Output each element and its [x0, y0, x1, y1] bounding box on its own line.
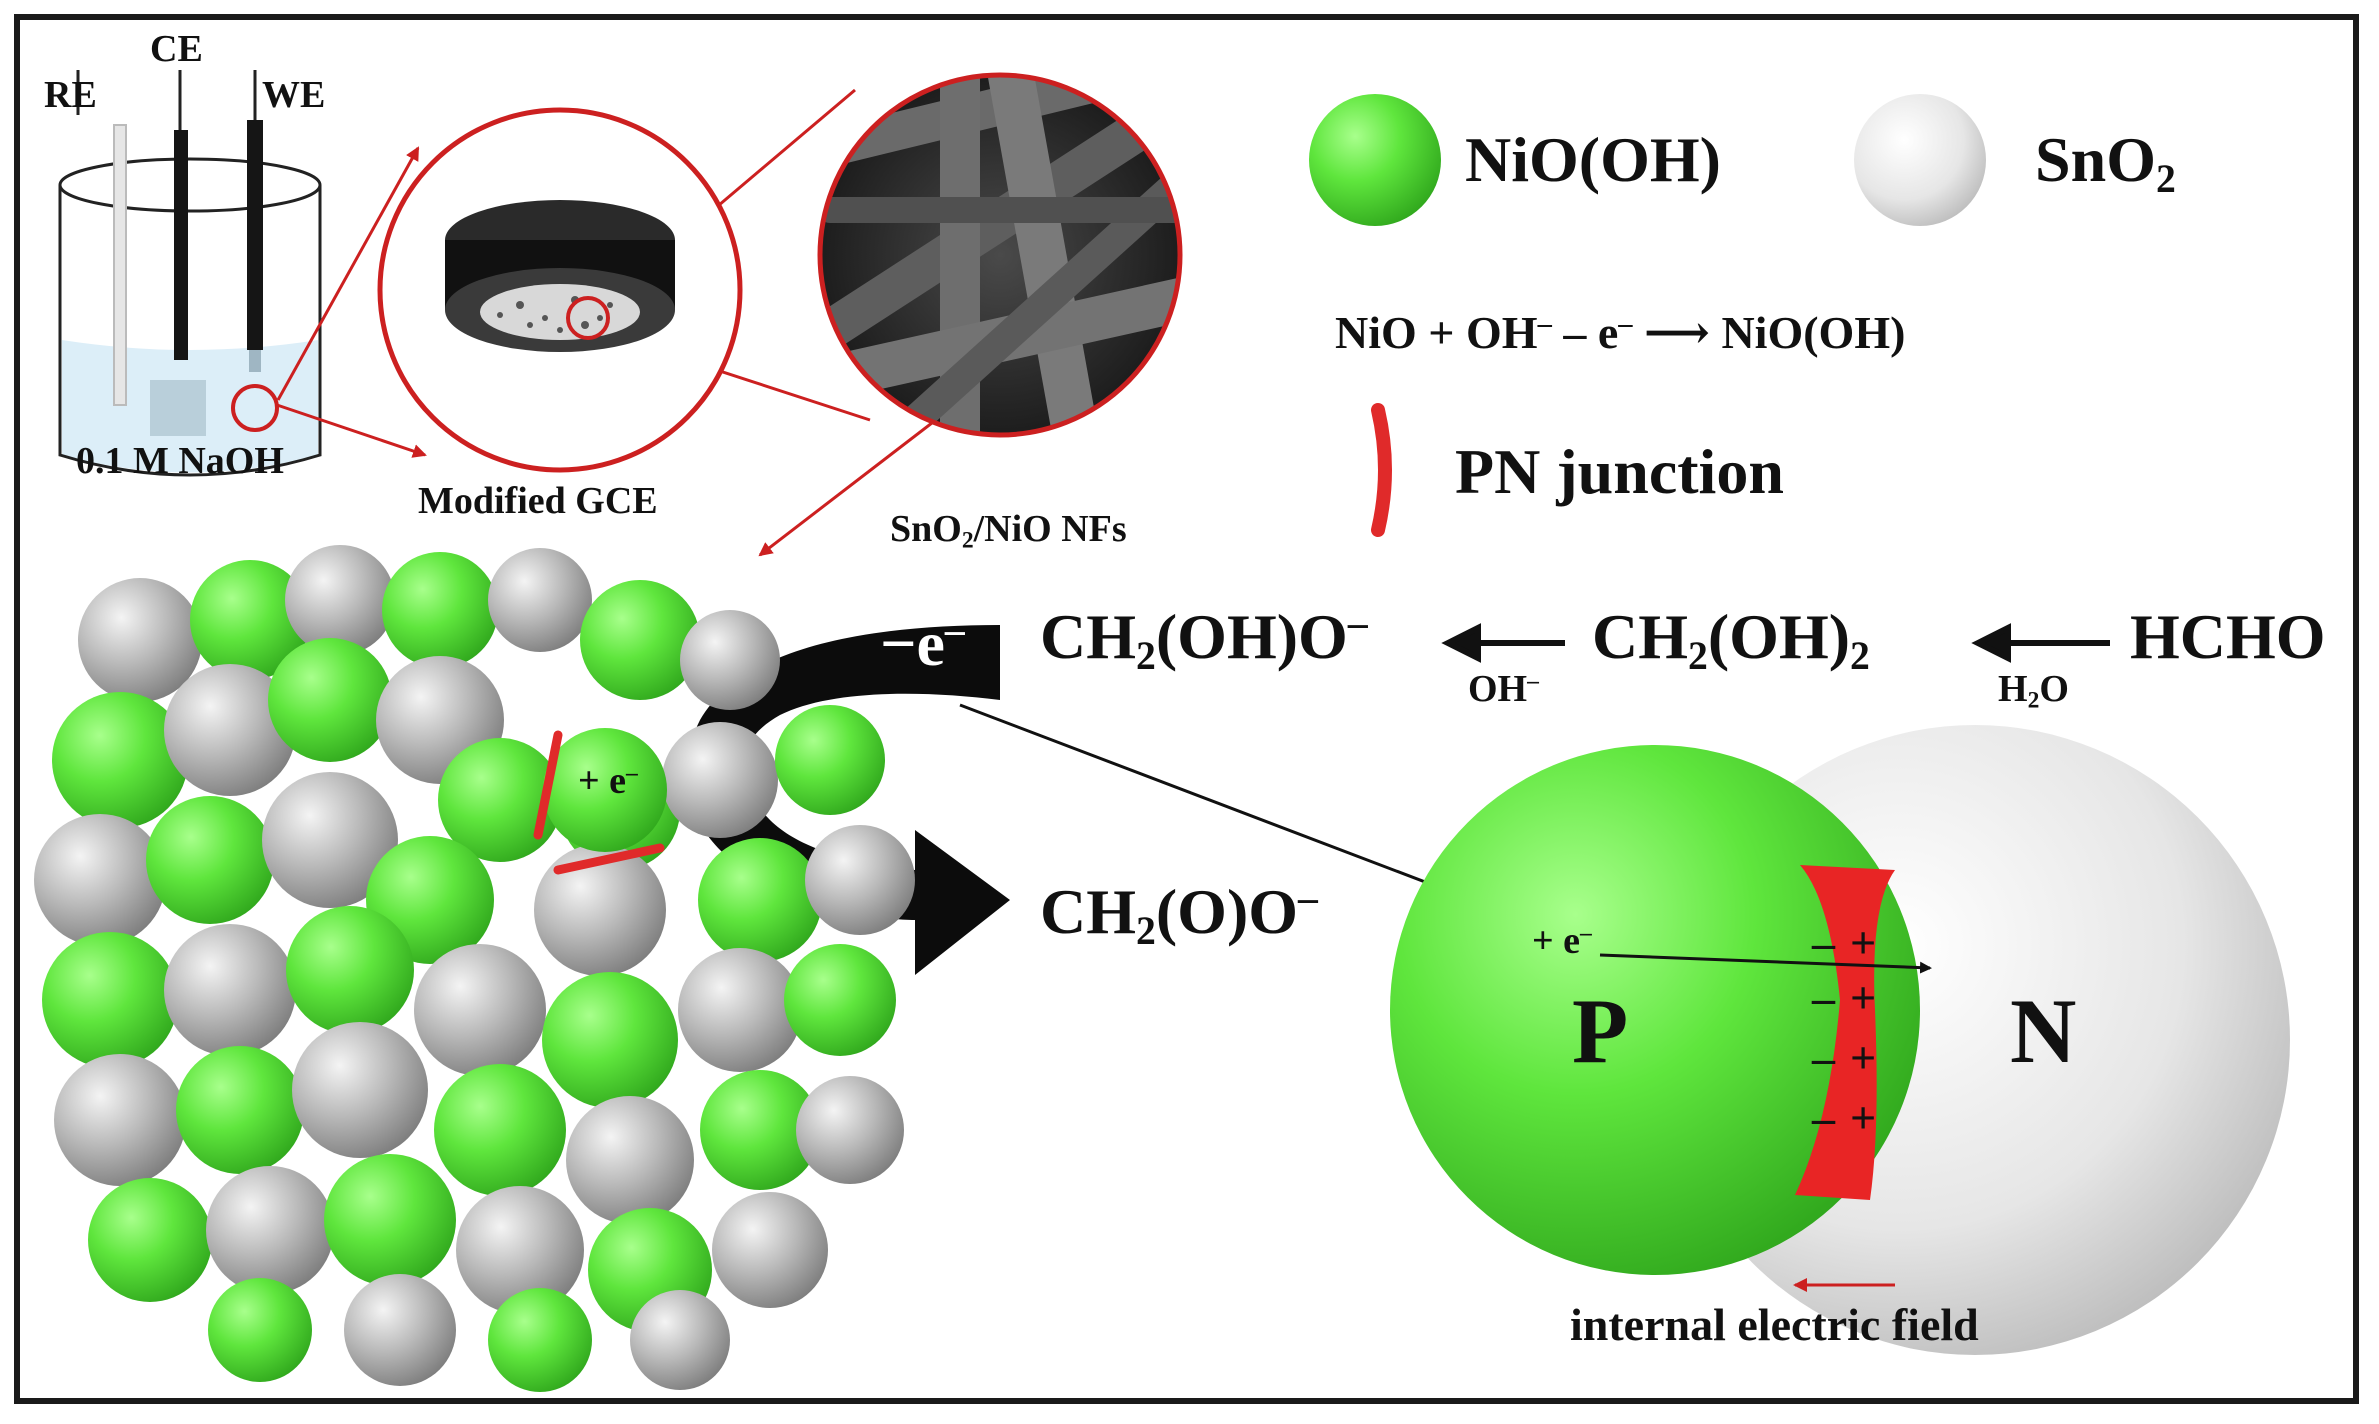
- sno2-particle: [164, 924, 296, 1056]
- nioh-particle: [176, 1046, 304, 1174]
- nioh-particle: [52, 692, 188, 828]
- reactant-formula: HCHO: [2130, 601, 2326, 672]
- depletion-minus-3: –: [1812, 1032, 1835, 1083]
- nioh-particle: [434, 1064, 566, 1196]
- sno2-particle: [262, 772, 398, 908]
- nio-equation: NiO + OH– – e– ⟶ NiO(OH): [1335, 307, 1906, 358]
- sno2-particle: [34, 814, 166, 946]
- sno2-legend-label: SnO2: [2035, 124, 2176, 202]
- sno2-particle: [456, 1186, 584, 1314]
- sno2-particle: [54, 1054, 186, 1186]
- nioh-sphere: [1309, 94, 1441, 226]
- sno2-particle: [414, 944, 546, 1076]
- nioh-particle: [542, 972, 678, 1108]
- depletion-plus-1: +: [1850, 917, 1877, 968]
- intermediate-formula: CH2(OH)2: [1592, 601, 1870, 679]
- field-label: internal electric field: [1570, 1299, 1979, 1350]
- sno2-particle: [712, 1192, 828, 1308]
- junction-nioh-particle: [543, 728, 667, 852]
- p-region-label: P: [1572, 980, 1629, 1082]
- sem-zoom: [817, 72, 1183, 438]
- sno2-particle: [78, 578, 202, 702]
- minus-e-label: −e–: [880, 608, 965, 679]
- sno2-particle: [534, 844, 666, 976]
- sno2-sphere: [1854, 94, 1986, 226]
- nioh-particle: [382, 552, 498, 668]
- we-label: WE: [262, 74, 326, 116]
- step1-condition: OH–: [1468, 668, 1539, 710]
- depletion-plus-3: +: [1850, 1032, 1877, 1083]
- depletion-plus-4: +: [1850, 1092, 1877, 1143]
- nioh-particle: [146, 796, 274, 924]
- electrochemical-cell: [58, 70, 322, 477]
- nanoparticle-cluster: [34, 545, 915, 1392]
- nioh-particle: [208, 1278, 312, 1382]
- sno2-particle: [566, 1096, 694, 1224]
- sno2-particle: [164, 664, 296, 796]
- re-label: RE: [44, 74, 97, 116]
- cluster-hole-label: + e–: [578, 760, 638, 802]
- sno2-particle: [678, 948, 802, 1072]
- sno2-particle: [630, 1290, 730, 1390]
- nioh-particle: [438, 738, 562, 862]
- sem-label: SnO2/NiO NFs: [890, 508, 1127, 554]
- sno2-particle: [680, 610, 780, 710]
- step2-condition: H2O: [1998, 668, 2069, 714]
- nioh-particle: [42, 932, 178, 1068]
- depletion-plus-2: +: [1850, 972, 1877, 1023]
- sno2-particle: [796, 1076, 904, 1184]
- ce-label: CE: [150, 28, 203, 70]
- sno2-particle: [292, 1022, 428, 1158]
- nioh-particle: [700, 1070, 820, 1190]
- final-product-formula: CH2(O)O–: [1040, 876, 1318, 954]
- pn-junction-label: PN junction: [1455, 436, 1784, 507]
- nioh-particle: [488, 1288, 592, 1392]
- n-region-label: N: [2010, 980, 2077, 1082]
- pn-junction-model: [1390, 725, 2290, 1355]
- nioh-particle: [580, 580, 700, 700]
- sno2-particle: [344, 1274, 456, 1386]
- pn-junction-swatch: [1371, 403, 1392, 537]
- nioh-particle: [775, 705, 885, 815]
- nioh-particle: [286, 906, 414, 1034]
- nioh-legend-label: NiO(OH): [1465, 124, 1721, 195]
- sno2-particle: [662, 722, 778, 838]
- sno2-particle: [488, 548, 592, 652]
- electron-transfer-arrow: [686, 625, 1010, 975]
- electrolyte-label: 0.1 M NaOH: [76, 440, 284, 482]
- reaction-arrows: [1441, 623, 2110, 663]
- product1-formula: CH2(OH)O–: [1040, 601, 1368, 679]
- cluster-junction-marks: [533, 730, 665, 875]
- depletion-minus-1: –: [1812, 917, 1835, 968]
- depletion-minus-4: –: [1812, 1092, 1835, 1143]
- nioh-particle: [784, 944, 896, 1056]
- nioh-particle: [88, 1178, 212, 1302]
- gce-label: Modified GCE: [418, 480, 658, 522]
- sno2-particle: [805, 825, 915, 935]
- junction-hole-label: + e–: [1532, 920, 1592, 962]
- sno2-particle: [206, 1166, 334, 1294]
- sno2-particle: [285, 545, 395, 655]
- depletion-minus-2: –: [1812, 972, 1835, 1023]
- modified-gce-zoom: [377, 107, 743, 473]
- nioh-particle: [698, 838, 822, 962]
- nioh-particle: [324, 1154, 456, 1286]
- nioh-particle: [268, 638, 392, 762]
- nioh-particle: [190, 560, 310, 680]
